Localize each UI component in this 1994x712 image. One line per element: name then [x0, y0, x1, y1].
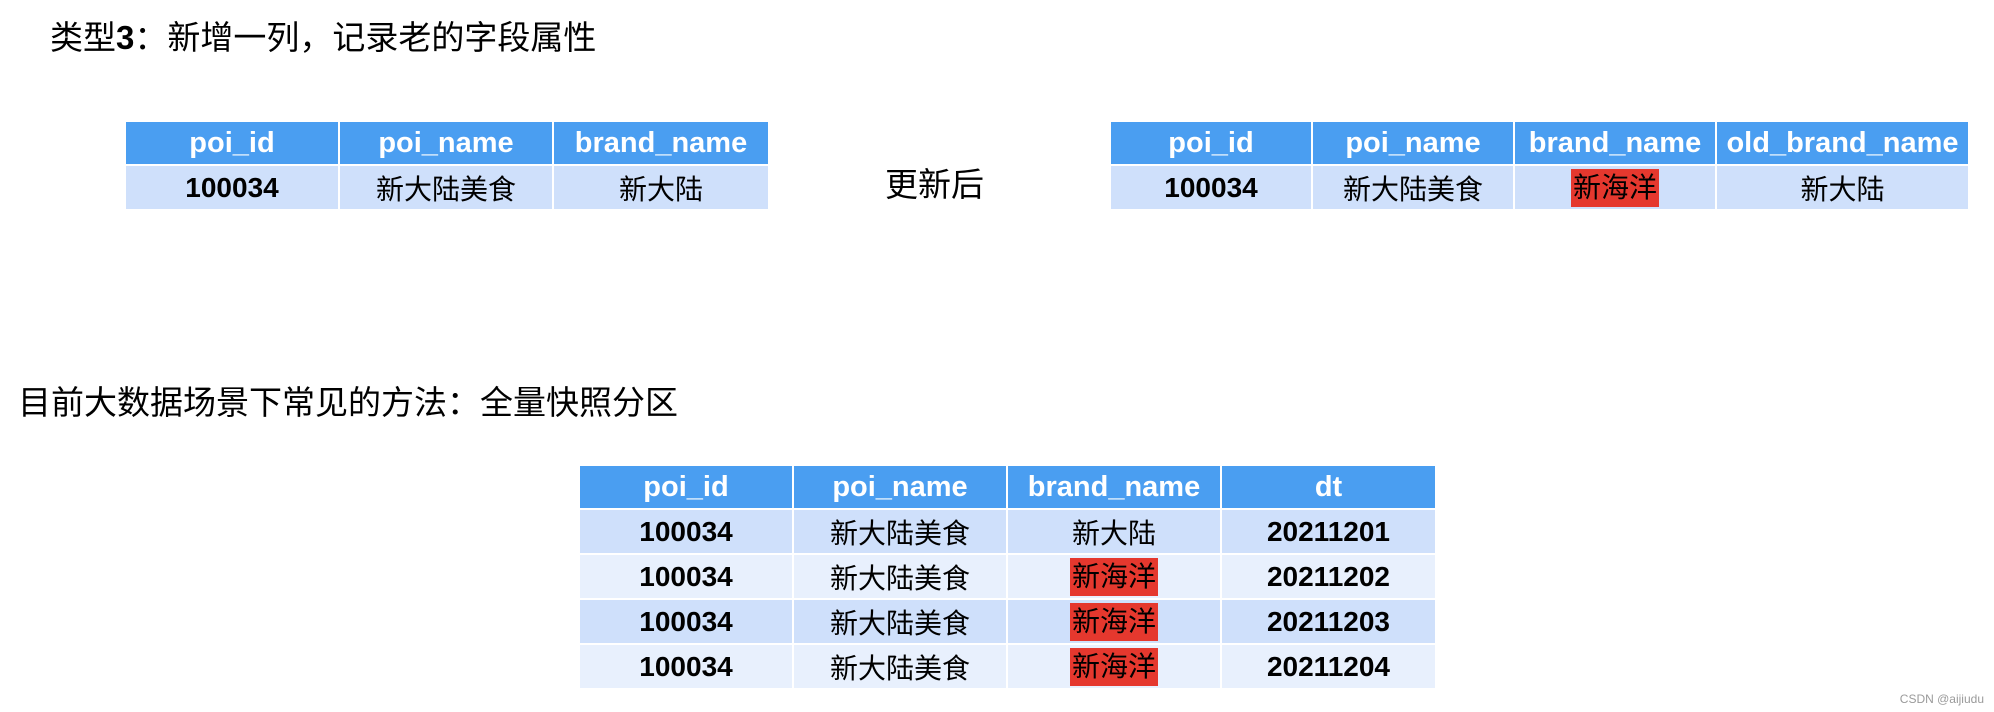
- cell-dt: 20211204: [1222, 645, 1435, 690]
- cell-brand-name: 新海洋: [1008, 600, 1222, 645]
- cell-old-brand-name: 新大陆: [1717, 166, 1968, 211]
- cell-poi-name: 新大陆美食: [794, 555, 1008, 600]
- cell-poi-id: 100034: [126, 166, 340, 211]
- snapshot-table-header: poi_id poi_name brand_name dt: [580, 466, 1435, 510]
- cell-poi-id: 100034: [1111, 166, 1313, 211]
- cell-poi-id: 100034: [580, 645, 794, 690]
- cell-dt: 20211201: [1222, 510, 1435, 555]
- header-poi-id: poi_id: [1111, 122, 1313, 166]
- cell-poi-id: 100034: [580, 510, 794, 555]
- cell-dt: 20211202: [1222, 555, 1435, 600]
- highlighted-brand: 新海洋: [1069, 557, 1158, 596]
- header-brand-name: brand_name: [1008, 466, 1222, 510]
- update-label: 更新后: [885, 165, 984, 204]
- header-poi-name: poi_name: [1313, 122, 1515, 166]
- cell-poi-name: 新大陆美食: [794, 600, 1008, 645]
- header-poi-id: poi_id: [580, 466, 794, 510]
- header-brand-name: brand_name: [554, 122, 768, 166]
- cell-poi-name: 新大陆美食: [794, 510, 1008, 555]
- cell-brand-name: 新大陆: [1008, 510, 1222, 555]
- snapshot-table: poi_id poi_name brand_name dt 100034 新大陆…: [580, 466, 1435, 690]
- table-row: 100034 新大陆美食 新大陆: [126, 166, 768, 211]
- header-poi-name: poi_name: [340, 122, 554, 166]
- heading-type3: 类型3：新增一列，记录老的字段属性: [50, 18, 596, 58]
- table-row: 100034 新大陆美食 新海洋 20211202: [580, 555, 1435, 600]
- cell-poi-id: 100034: [580, 600, 794, 645]
- header-dt: dt: [1222, 466, 1435, 510]
- cell-brand-name: 新海洋: [1008, 555, 1222, 600]
- highlighted-brand: 新海洋: [1069, 647, 1158, 686]
- after-table: poi_id poi_name brand_name old_brand_nam…: [1111, 122, 1968, 211]
- after-table-header: poi_id poi_name brand_name old_brand_nam…: [1111, 122, 1968, 166]
- header-old-brand-name: old_brand_name: [1717, 122, 1968, 166]
- watermark: CSDN @aijiudu: [1899, 692, 1984, 706]
- highlighted-brand: 新海洋: [1069, 602, 1158, 641]
- cell-poi-name: 新大陆美食: [1313, 166, 1515, 211]
- cell-poi-id: 100034: [580, 555, 794, 600]
- cell-dt: 20211203: [1222, 600, 1435, 645]
- table-row: 100034 新大陆美食 新大陆 20211201: [580, 510, 1435, 555]
- highlighted-brand: 新海洋: [1570, 168, 1659, 207]
- before-table-header: poi_id poi_name brand_name: [126, 122, 768, 166]
- header-brand-name: brand_name: [1515, 122, 1717, 166]
- cell-poi-name: 新大陆美食: [340, 166, 554, 211]
- heading-snapshot: 目前大数据场景下常见的方法：全量快照分区: [18, 383, 678, 422]
- cell-poi-name: 新大陆美食: [794, 645, 1008, 690]
- table-row: 100034 新大陆美食 新海洋 20211203: [580, 600, 1435, 645]
- header-poi-id: poi_id: [126, 122, 340, 166]
- heading-suffix: ：新增一列，记录老的字段属性: [134, 18, 597, 57]
- heading-prefix: 类型: [50, 18, 116, 57]
- cell-brand-name: 新海洋: [1008, 645, 1222, 690]
- header-poi-name: poi_name: [794, 466, 1008, 510]
- cell-brand-name: 新大陆: [554, 166, 768, 211]
- heading-number: 3: [116, 19, 135, 56]
- table-row: 100034 新大陆美食 新海洋 20211204: [580, 645, 1435, 690]
- table-row: 100034 新大陆美食 新海洋 新大陆: [1111, 166, 1968, 211]
- cell-brand-name: 新海洋: [1515, 166, 1717, 211]
- before-table: poi_id poi_name brand_name 100034 新大陆美食 …: [126, 122, 768, 211]
